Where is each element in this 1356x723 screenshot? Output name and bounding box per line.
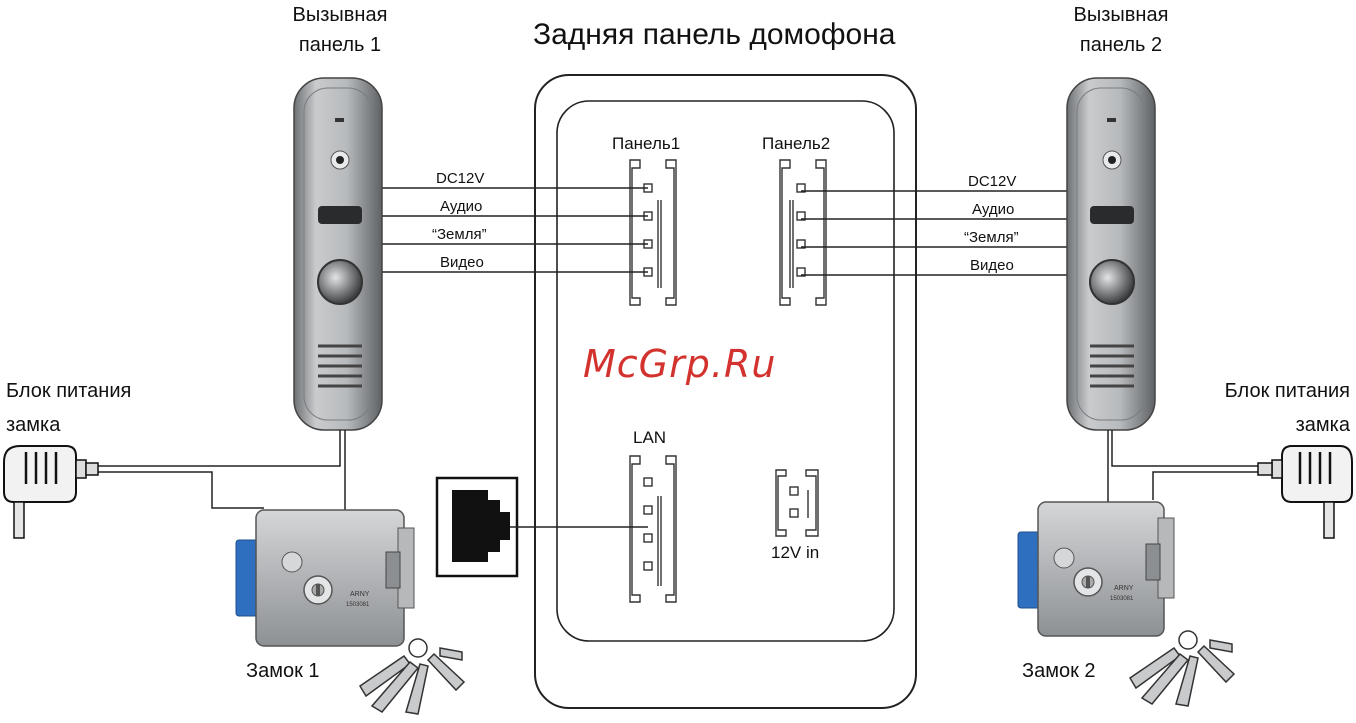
connector-label-panel1: Панель1 [612,134,681,153]
connector-label-lan: LAN [633,428,667,447]
lock-wiring-left [97,430,346,512]
power-connector [775,469,819,537]
connector-label-panel2: Панель2 [762,134,831,153]
psu-left-label: Блок питания замка [6,374,131,442]
power-supply-left [3,445,99,539]
call-panel-1-label-line1: Вызывная [292,4,388,26]
intercom-back-panel [534,74,917,709]
lock-2-model: 1503081 [1110,596,1134,602]
lock-2-label: Замок 2 [1022,660,1096,682]
call-panel-1 [293,77,383,431]
lock-2-brand: ARNY [1114,585,1134,592]
lock-1-label: Замок 1 [246,660,320,682]
psu-left-label-line1: Блок питания [6,380,132,402]
call-panel-2-label-line1: Вызывная [1073,4,1169,26]
wires-left [375,187,648,273]
wire-label-right-audio: Аудио [972,201,1015,218]
call-panel-1-label-line2: панель 1 [298,34,382,56]
call-panel-1-label: Вызывная панель 1 [278,0,402,60]
power-supply-right [1257,445,1353,539]
lan-connector [629,455,677,603]
psu-right-label: Блок питания замка [1200,374,1350,442]
psu-right-label-line2: замка [1295,414,1350,436]
lock-1-model: 1503081 [346,602,370,608]
lock-wiring-right [1107,430,1258,508]
psu-right-label-line1: Блок питания [1224,380,1350,402]
wire-label-right-ground: “Земля” [964,229,1019,246]
watermark: McGrp.Ru [583,342,777,386]
panel1-connector [629,159,677,306]
connector-label-power: 12V in [771,543,820,562]
wire-label-left-ground: “Земля” [432,226,487,243]
panel2-connector [779,159,827,306]
lan-plug [435,476,648,578]
call-panel-2-label: Вызывная панель 2 [1055,0,1187,60]
call-panel-2 [1066,77,1156,431]
keys-1-icon [358,638,466,715]
wire-label-right-video: Видео [970,257,1014,274]
wire-label-right-dc12v: DC12V [968,173,1017,190]
keys-2-icon [1128,630,1236,707]
lock-1 [235,509,415,647]
wire-label-left-video: Видео [440,254,484,271]
wire-label-left-dc12v: DC12V [436,170,485,187]
wires-right [801,190,1075,276]
psu-left-label-line2: замка [6,414,61,436]
lock-2 [1017,501,1175,637]
wire-label-left-audio: Аудио [440,198,483,215]
page-title: Задняя панель домофона [533,18,896,51]
lock-1-brand: ARNY [350,591,370,598]
call-panel-2-label-line2: панель 2 [1079,34,1163,56]
